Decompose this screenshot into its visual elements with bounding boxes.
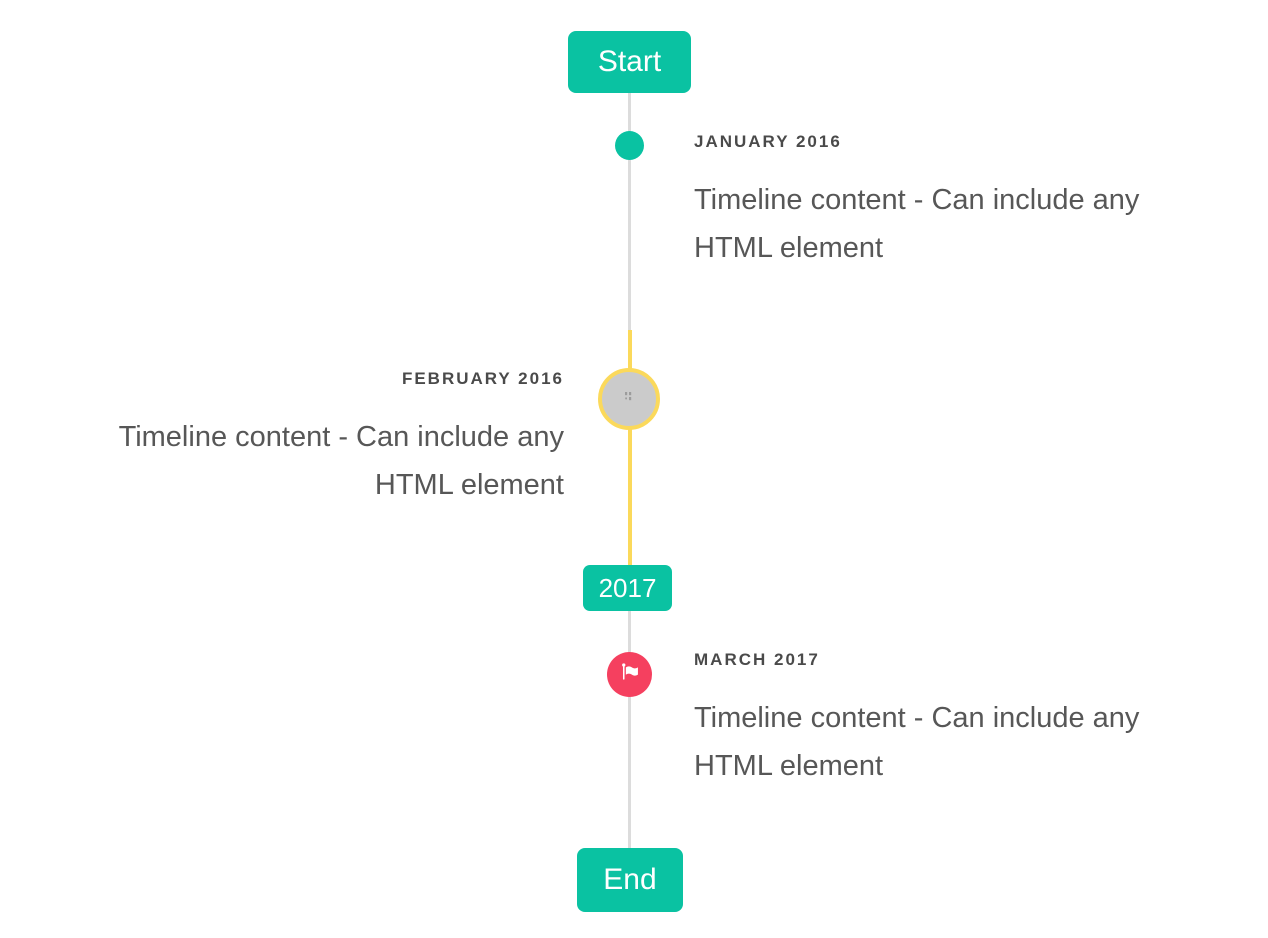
start-flag-label: Start [597, 45, 662, 78]
timeline-flag-marker [607, 652, 652, 697]
timeline-line-segment-active [627, 330, 632, 567]
year-flag-badge: 2017 [583, 565, 672, 611]
year-flag-label: 2017 [598, 572, 657, 603]
entry-body: Timeline content - Can include any HTML … [118, 421, 564, 501]
timeline-entry-february-2016: FEBRUARY 2016 Timeline content - Can inc… [34, 369, 564, 509]
entry-title: MARCH 2017 [694, 650, 820, 669]
broken-image-icon [621, 390, 637, 408]
entry-title: FEBRUARY 2016 [401, 369, 564, 388]
end-flag-badge: End [577, 848, 683, 912]
start-flag-badge: Start [568, 31, 691, 93]
timeline-image-marker [598, 368, 660, 430]
entry-body: Timeline content - Can include any HTML … [694, 702, 1140, 782]
end-flag-label: End [603, 863, 657, 896]
timeline-entry-march-2017: MARCH 2017 Timeline content - Can includ… [694, 650, 1224, 790]
entry-title: JANUARY 2016 [694, 132, 842, 151]
timeline-dot-marker [615, 131, 644, 160]
entry-body: Timeline content - Can include any HTML … [694, 184, 1140, 264]
timeline-entry-january-2016: JANUARY 2016 Timeline content - Can incl… [694, 132, 1224, 272]
flag-icon [618, 661, 641, 689]
timeline-line-segment-top [628, 93, 631, 330]
timeline-line-segment-bottom [628, 611, 631, 848]
